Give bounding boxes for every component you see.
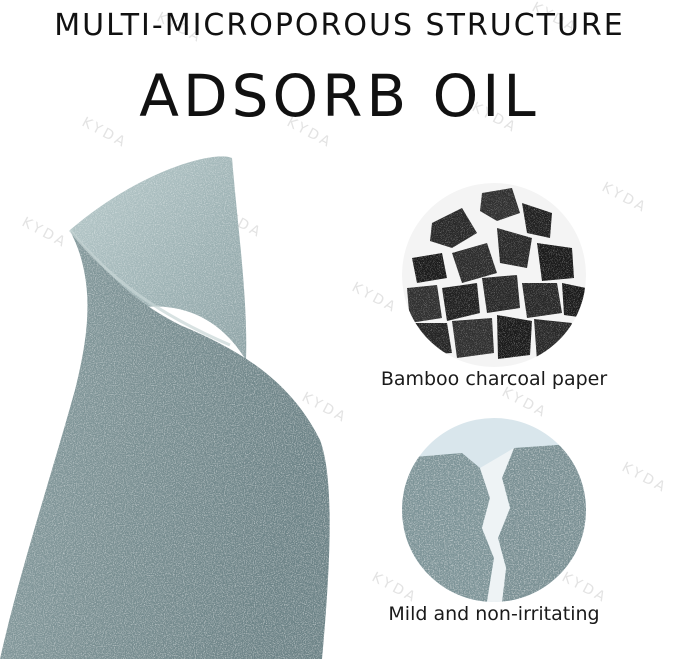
page-title: ADSORB OIL [139, 62, 540, 130]
watermark-text: KYDA [619, 459, 671, 497]
paper-curl-back [70, 156, 247, 360]
curled-blotting-paper-image [0, 156, 330, 659]
page-subtitle: MULTI-MICROPOROUS STRUCTURE [54, 8, 625, 43]
torn-paper-image [402, 418, 586, 602]
watermark-text: KYDA [349, 279, 401, 317]
feature-caption: Mild and non-irritating [388, 603, 600, 625]
paper-sheet-front [0, 230, 330, 659]
watermark-text: KYDA [599, 179, 651, 217]
bamboo-charcoal-image [402, 183, 586, 367]
watermark-text: KYDA [369, 569, 421, 607]
feature-caption: Bamboo charcoal paper [380, 368, 608, 390]
watermark-text: KYDA [559, 569, 611, 607]
